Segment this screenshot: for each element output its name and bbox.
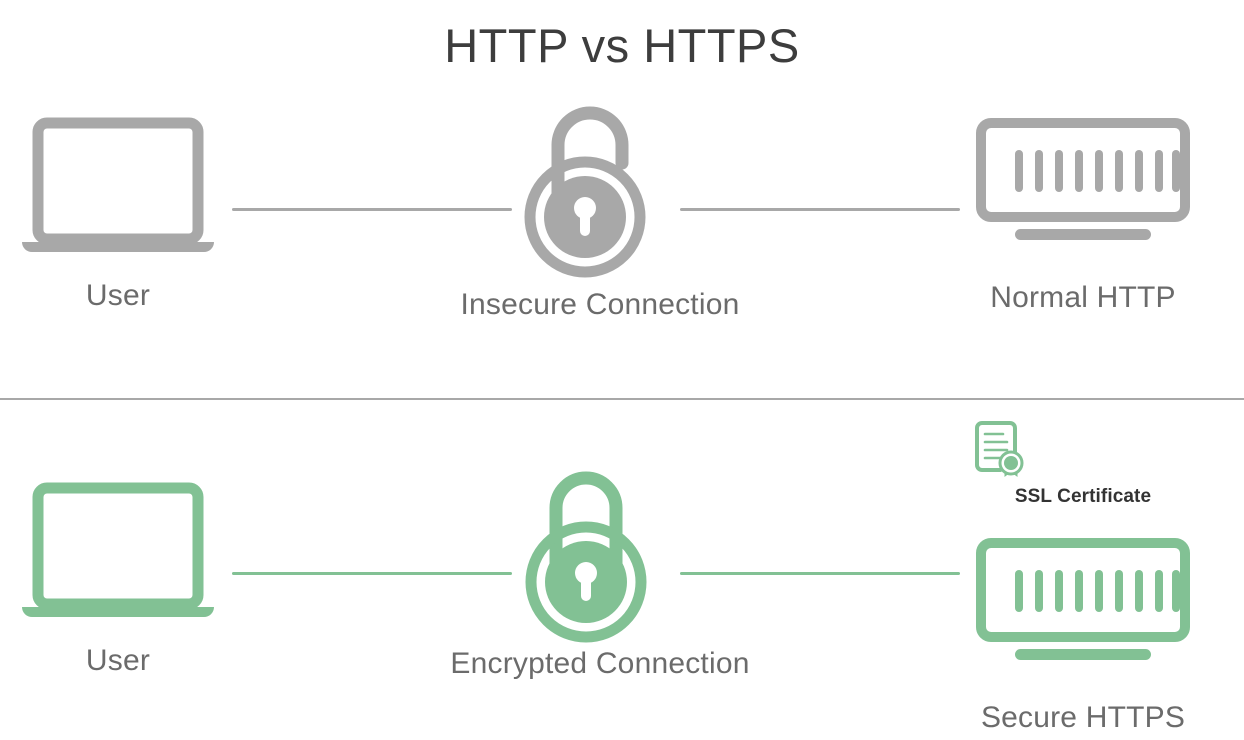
node-https-user: User <box>0 470 236 678</box>
certificate-seal-icon <box>958 420 1208 482</box>
node-label: Secure HTTPS <box>980 701 1186 734</box>
node-label: Insecure Connection <box>460 288 740 321</box>
page-title: HTTP vs HTTPS <box>444 19 800 72</box>
laptop-icon <box>0 105 236 265</box>
node-label: Encrypted Connection <box>450 647 750 680</box>
padlock-open-icon <box>400 105 800 280</box>
node-http-connection: Insecure Connection <box>400 105 800 322</box>
server-icon <box>958 525 1208 685</box>
node-label: Normal HTTP <box>990 281 1176 314</box>
node-http-server: Normal HTTP <box>958 105 1208 315</box>
node-https-server: Secure HTTPS <box>958 525 1208 735</box>
server-icon <box>958 105 1208 265</box>
node-label: User <box>85 279 151 312</box>
section-divider <box>0 398 1244 400</box>
padlock-closed-icon <box>400 460 800 645</box>
ssl-certificate-label: SSL Certificate <box>1014 486 1152 507</box>
row-https: User Encrypted Connection <box>0 420 1244 734</box>
laptop-icon <box>0 470 236 630</box>
ssl-certificate-badge: SSL Certificate <box>958 420 1208 508</box>
node-https-connection: Encrypted Connection <box>400 460 800 681</box>
row-http: User Insecure Connection <box>0 105 1244 370</box>
node-label: User <box>85 644 151 677</box>
connector-lock-to-server-http <box>680 208 960 211</box>
connector-user-to-lock-https <box>232 572 512 575</box>
connector-lock-to-server-https <box>680 572 960 575</box>
node-http-user: User <box>0 105 236 313</box>
connector-user-to-lock-http <box>232 208 512 211</box>
